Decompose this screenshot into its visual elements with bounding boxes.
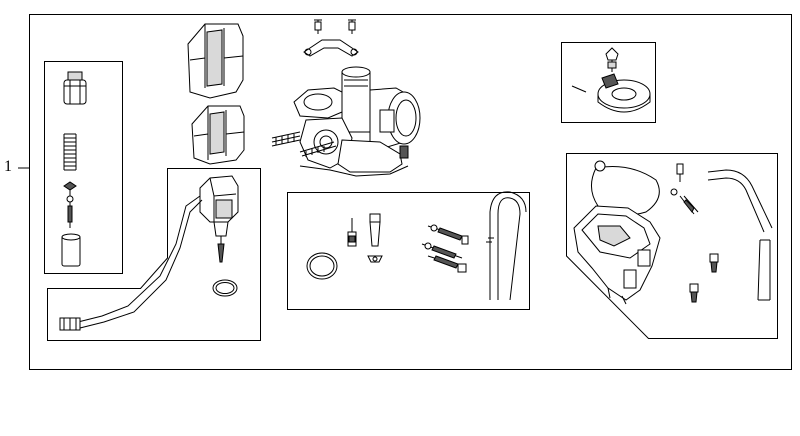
needle-spring	[63, 133, 77, 171]
fuel-hose	[486, 191, 527, 301]
auto-choke	[59, 175, 239, 331]
starter-frame	[561, 42, 656, 123]
intake-clamp	[303, 19, 359, 57]
float-chamber-cover-lower	[191, 105, 245, 165]
float-chamber-cover-upper	[187, 23, 244, 99]
float-pin	[670, 163, 699, 215]
jet-set-frame	[287, 192, 530, 310]
overflow-tube	[707, 169, 773, 301]
auto-choke-frame	[47, 168, 261, 341]
throttle-valve-frame	[44, 61, 123, 274]
float-bowl-gasket	[591, 160, 660, 216]
jet-needle-clip	[63, 181, 77, 228]
reference-number-label: 1	[4, 158, 12, 175]
drain-screw	[689, 253, 719, 303]
outer-frame	[29, 14, 792, 370]
starter-plunger	[571, 47, 651, 113]
float-chamber-frame	[566, 153, 778, 339]
plunger-cap	[63, 71, 87, 105]
carburetor-body	[271, 66, 421, 177]
main-jet	[367, 213, 383, 263]
o-ring-small	[212, 279, 238, 297]
adjust-screws	[421, 224, 469, 273]
pilot-jet	[347, 218, 357, 247]
o-ring	[306, 252, 338, 280]
float-chamber	[573, 205, 661, 305]
throttle-valve	[61, 233, 81, 267]
